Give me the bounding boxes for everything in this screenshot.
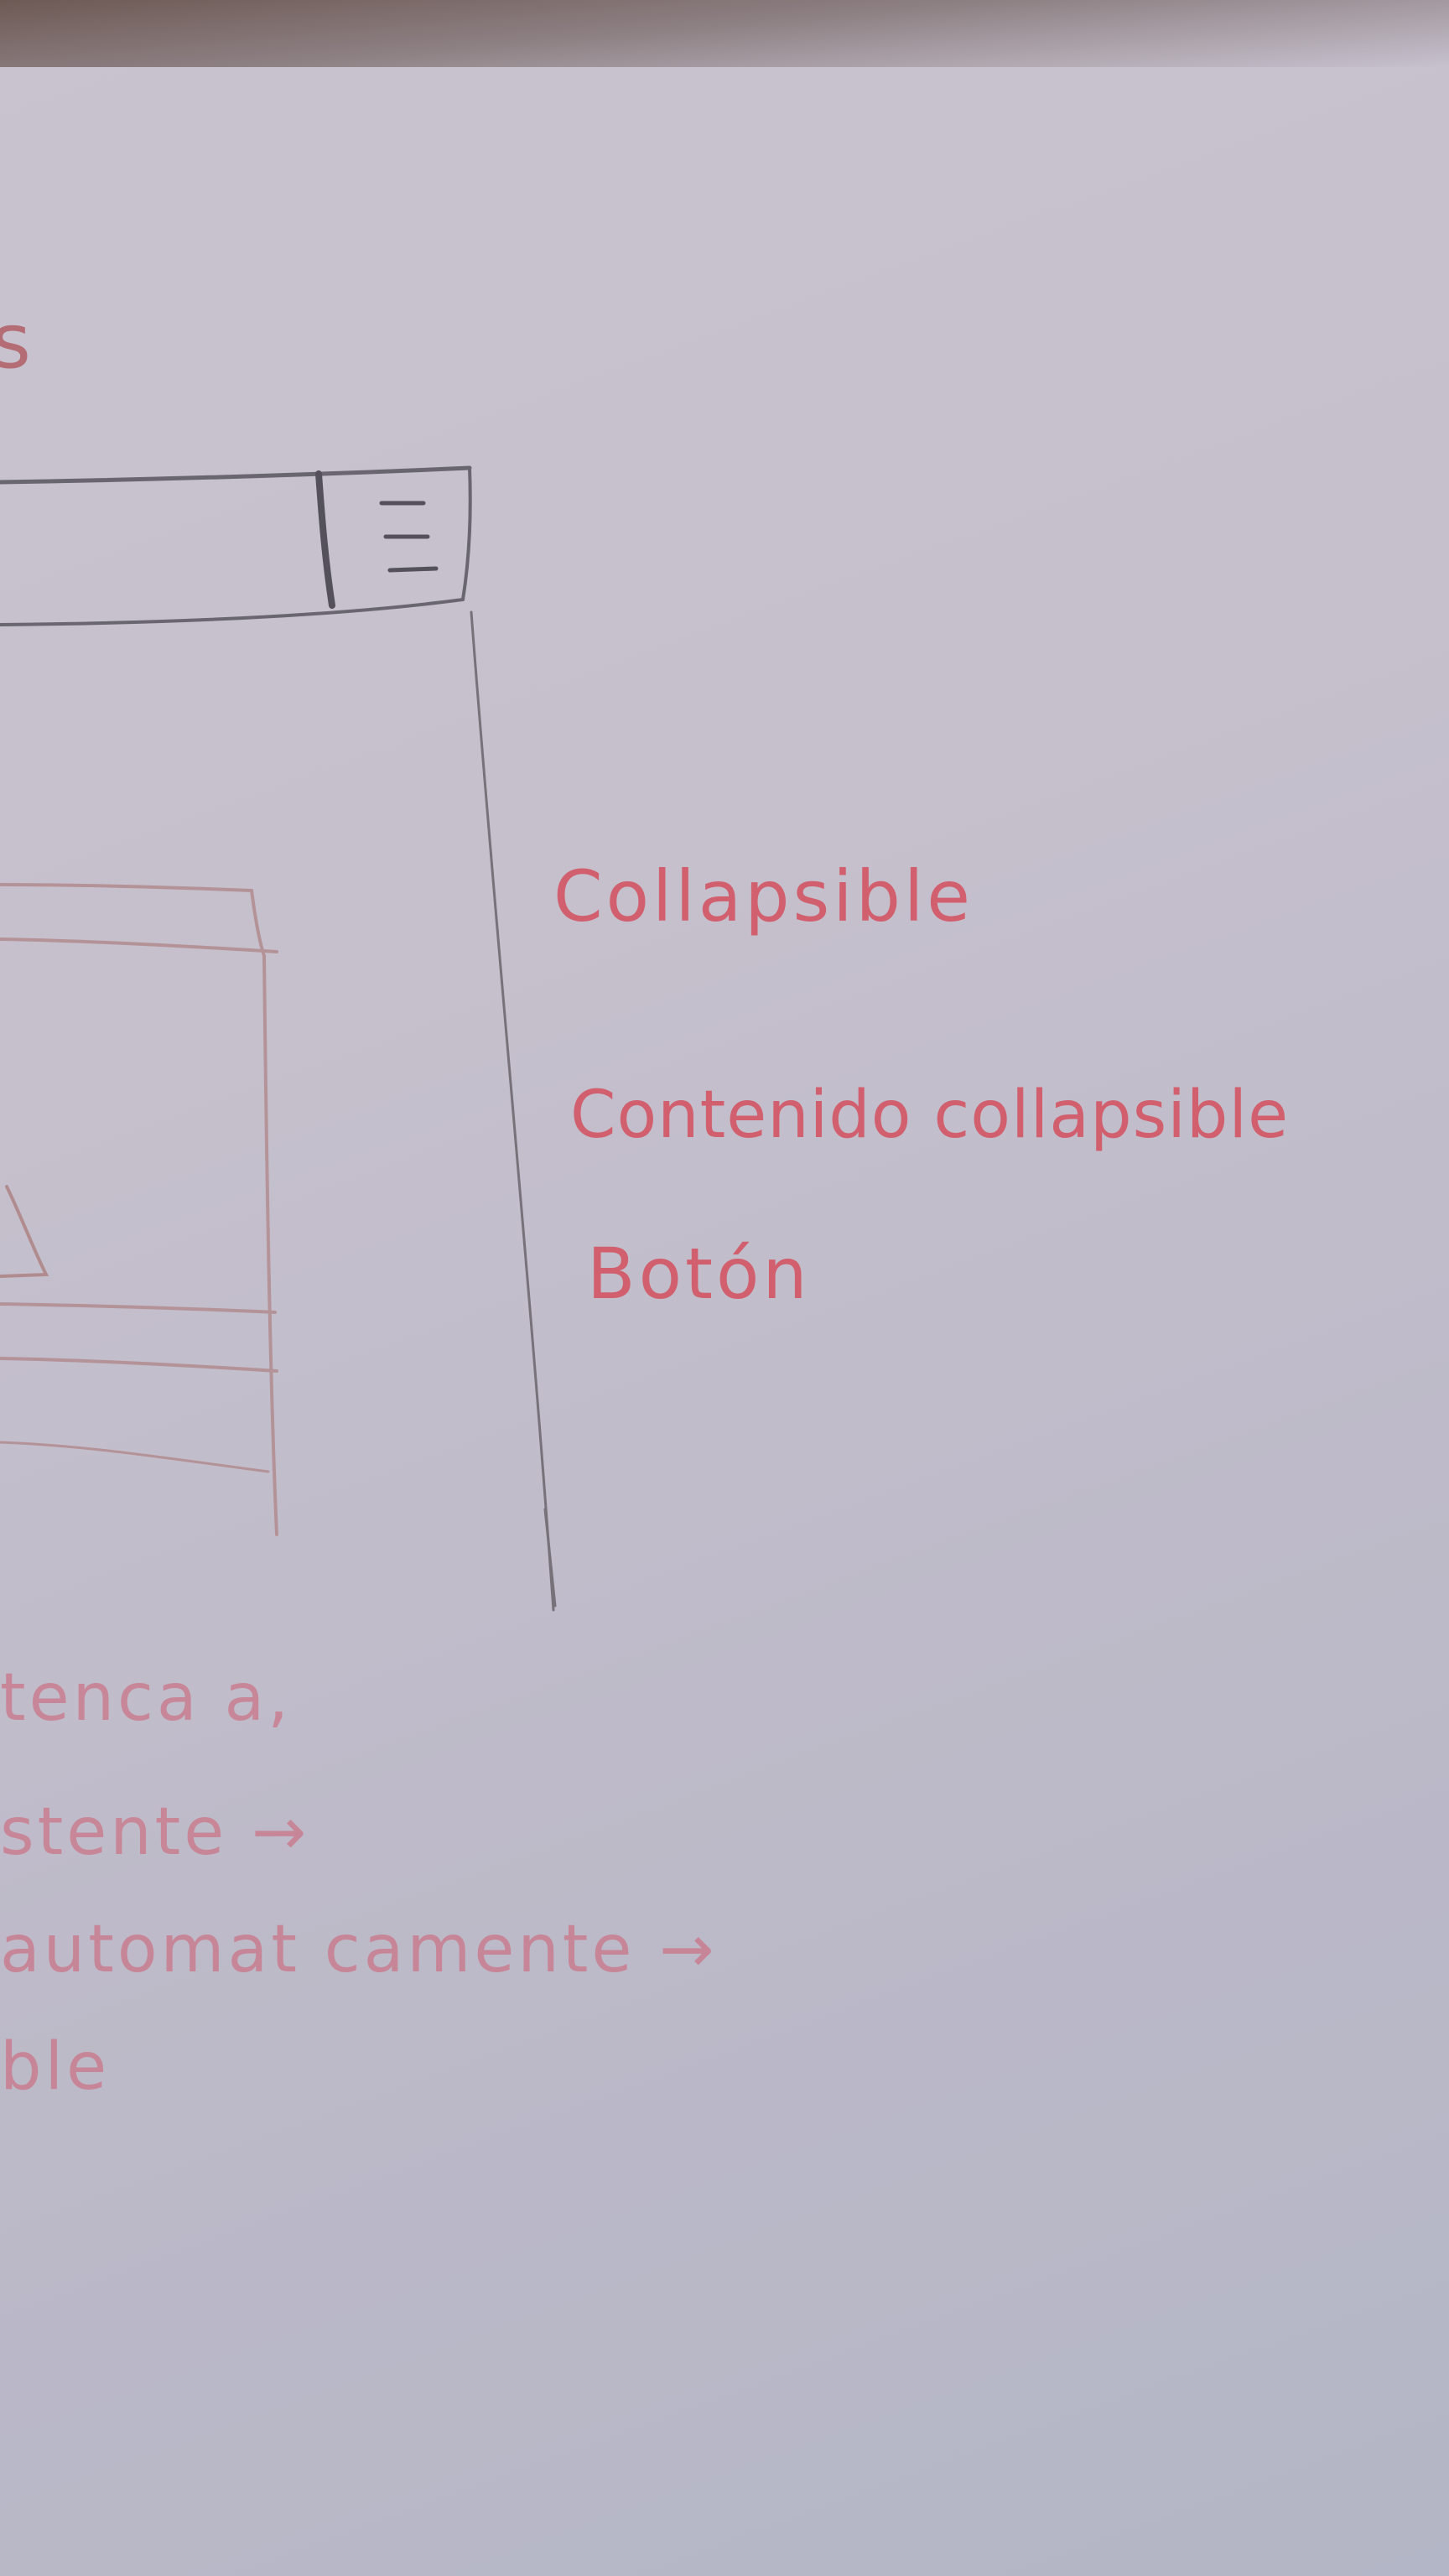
annotation-contenido-collapsible: Contenido collapsible xyxy=(570,1078,1290,1153)
annotation-boton: Botón xyxy=(587,1233,811,1315)
collapse-toggle-button[interactable] xyxy=(0,1185,49,1278)
hamburger-icon[interactable] xyxy=(315,470,439,609)
collapsible-panel xyxy=(0,883,278,1536)
frame-tick xyxy=(543,1508,557,1607)
header-bar xyxy=(0,465,472,626)
page-edge-shadow xyxy=(0,0,1449,67)
partial-heading-fragment: s xyxy=(0,298,34,386)
partial-note-line-1: tenca a, xyxy=(0,1660,293,1736)
partial-note-line-2: stente → xyxy=(0,1794,310,1870)
partial-note-line-3: automat camente → xyxy=(0,1912,718,1987)
annotation-collapsible: Collapsible xyxy=(553,855,974,937)
partial-note-line-4: ble xyxy=(0,2029,111,2105)
frame-right-edge xyxy=(470,610,555,1612)
